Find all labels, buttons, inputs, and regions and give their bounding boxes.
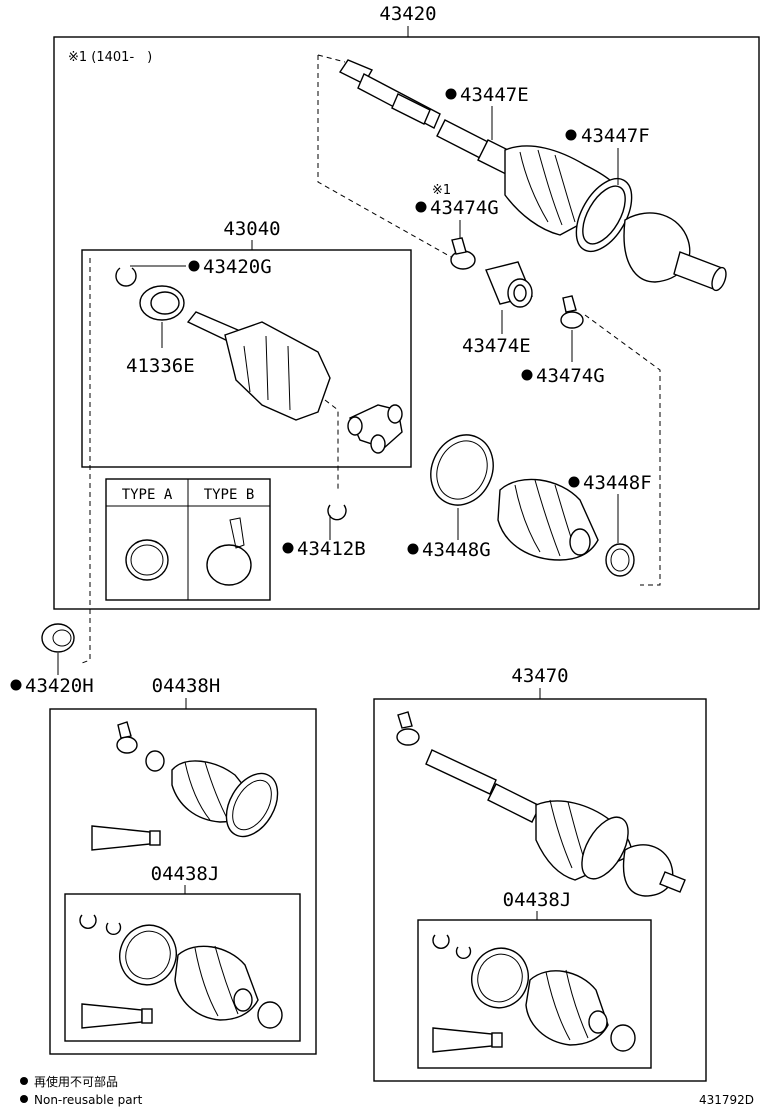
frame-04438H xyxy=(49,708,317,1055)
legend-dot-2 xyxy=(20,1095,28,1103)
seal-43420H xyxy=(41,623,75,653)
seal-41336E xyxy=(139,285,185,321)
dash-inner-left xyxy=(81,258,91,664)
clamp-type-a-icon xyxy=(125,539,169,581)
dot-43447F xyxy=(565,129,577,141)
label-41336E: 41336E xyxy=(126,355,195,377)
label-43448G: 43448G xyxy=(422,539,491,561)
outer-boot xyxy=(504,145,633,253)
kit-43470-shaft xyxy=(396,711,686,897)
kit-04438J-right-parts xyxy=(432,934,636,1053)
dot-43447E xyxy=(445,88,457,100)
label-43040: 43040 xyxy=(223,218,280,240)
clamp-43448F xyxy=(605,543,635,577)
outer-joint xyxy=(623,212,727,292)
legend-line-1: 再使用不可部品 xyxy=(34,1074,118,1089)
label-43474G-lower: 43474G xyxy=(536,365,605,387)
drive-shaft xyxy=(338,59,521,177)
mark-1: ※1 xyxy=(432,183,451,198)
clamp-43474G-lower xyxy=(560,295,584,329)
dash-tripod xyxy=(324,399,339,490)
label-type-a: TYPE A xyxy=(122,487,173,503)
label-43470: 43470 xyxy=(511,665,568,687)
frame-43470 xyxy=(373,698,707,1082)
label-43447E: 43447E xyxy=(460,84,529,106)
label-43412B: 43412B xyxy=(297,538,366,560)
label-43447F: 43447F xyxy=(581,125,650,147)
dash-shaft-top xyxy=(317,54,346,63)
dash-shaft-left xyxy=(317,55,461,263)
label-43474G-upper: 43474G xyxy=(430,197,499,219)
label-type-b: TYPE B xyxy=(204,487,255,503)
kit-04438H-parts xyxy=(91,721,279,851)
boot-clamp-43448G xyxy=(430,434,494,506)
dot-43412B xyxy=(282,542,294,554)
dot-43448G xyxy=(407,543,419,555)
label-43420G: 43420G xyxy=(203,256,272,278)
dash-right xyxy=(584,314,661,586)
frame-43040 xyxy=(81,249,412,468)
label-04438H: 04438H xyxy=(152,675,221,697)
damper-43474E xyxy=(485,261,533,308)
dot-43420G xyxy=(188,260,200,272)
label-43448F: 43448F xyxy=(583,472,652,494)
note-1401: ※1 (1401- ) xyxy=(68,50,152,65)
snap-ring-43420G xyxy=(115,267,137,287)
legend-dot-1 xyxy=(20,1077,28,1085)
ring-43412B xyxy=(327,504,347,521)
dot-43420H xyxy=(10,679,22,691)
figure-id: 431792D xyxy=(699,1093,754,1107)
dot-43474G-upper xyxy=(415,201,427,213)
inner-boot xyxy=(497,478,599,561)
legend-line-2: Non-reusable part xyxy=(34,1093,143,1107)
clamp-type-table: TYPE A TYPE B xyxy=(105,478,271,601)
frame-04438J-right xyxy=(417,919,652,1069)
dot-43448F xyxy=(568,476,580,488)
dot-43474G-lower xyxy=(521,369,533,381)
label-04438J-left: 04438J xyxy=(151,863,220,885)
frame-43420 xyxy=(53,36,760,610)
clamp-43474G-upper xyxy=(450,237,476,270)
tripod-joint xyxy=(347,404,403,454)
kit-04438J-left-parts xyxy=(79,914,283,1029)
frame-04438J-left xyxy=(64,893,301,1042)
label-43420: 43420 xyxy=(379,3,436,25)
clamp-type-b-icon xyxy=(206,544,252,586)
label-04438J-right: 04438J xyxy=(503,889,572,911)
label-43420H: 43420H xyxy=(25,675,94,697)
label-43474E: 43474E xyxy=(462,335,531,357)
inboard-housing xyxy=(186,311,331,421)
